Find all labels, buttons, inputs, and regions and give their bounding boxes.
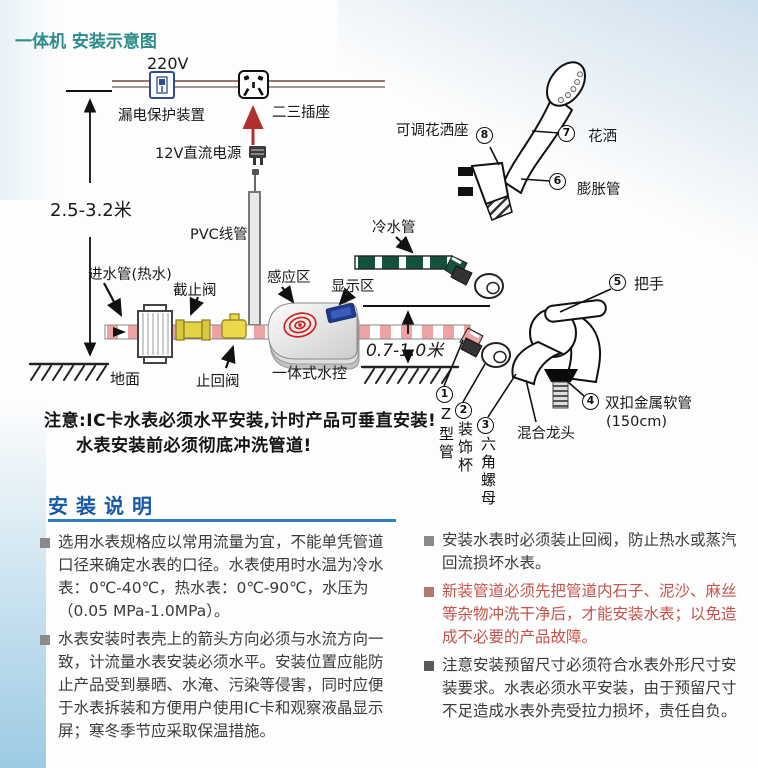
ground-symbol-right xyxy=(360,365,460,384)
circle-num-4: 4 xyxy=(582,393,599,410)
install-height-label: 2.5-3.2米 xyxy=(50,200,132,221)
display-screen-icon xyxy=(325,302,357,324)
pvc-conduit xyxy=(248,191,261,326)
pvc-conduit-label: PVC线管 xyxy=(190,227,248,243)
leader-lines xyxy=(443,130,612,423)
instructions-underline xyxy=(48,519,396,522)
shower-label: 花洒 xyxy=(588,129,617,145)
ground-symbol-left xyxy=(28,362,110,381)
bullet-square-icon xyxy=(424,587,434,597)
circle-num-6: 6 xyxy=(549,173,566,190)
instructions-left-column: 选用水表规格应以常用流量为宜，不能单凭管道口径来确定水表的口径。水表使用时水温为… xyxy=(40,531,392,748)
cold-pipe-label: 冷水管 xyxy=(372,220,416,236)
cold-water-pipe xyxy=(354,255,504,299)
list-item: 选用水表规格应以常用流量为宜，不能单凭管道口径来确定水表的口径。水表使用时水温为… xyxy=(40,531,392,623)
threaded-rod xyxy=(552,381,569,409)
ground-label: 地面 xyxy=(110,370,141,388)
shower-head xyxy=(545,61,587,107)
display-area-label: 显示区 xyxy=(331,279,375,295)
voltage-label: 220V xyxy=(147,54,189,73)
list-item: 安装水表时必须装止回阀，防止热水或蒸汽回流损坏水表。 xyxy=(424,529,750,575)
check-valve-label: 止回阀 xyxy=(196,374,240,390)
deco-cup-label: 装饰杯 xyxy=(456,421,474,475)
leakage-protector-icon xyxy=(149,71,175,99)
circle-num-7: 7 xyxy=(558,125,575,142)
circle-num-3: 3 xyxy=(477,417,494,434)
label-arrows xyxy=(103,235,414,369)
shower-holder xyxy=(458,161,513,221)
list-item: 水表安装时表壳上的箭头方向必须与水流方向一致，计流量水表安装必须水平。安装位置应… xyxy=(40,628,392,743)
instruction-text: 水表安装时表壳上的箭头方向必须与水流方向一致，计流量水表安装必须水平。安装位置应… xyxy=(58,630,384,740)
metal-hose-length-label: (150cm) xyxy=(606,414,668,430)
hex-nut-shape xyxy=(544,369,578,382)
stop-valve-label: 截止阀 xyxy=(173,283,217,299)
expansion-tube-label: 膨胀管 xyxy=(577,182,621,198)
socket-label: 二三插座 xyxy=(272,105,330,121)
bullet-square-icon xyxy=(40,635,50,645)
instructions-header: 安装说明 xyxy=(48,494,160,518)
outlet-height-label: 0.7-1.0米 xyxy=(366,341,444,361)
circle-num-1: 1 xyxy=(436,386,453,403)
notice-line2: 水表安装前必须彻底冲洗管道! xyxy=(76,436,312,456)
check-valve-icon xyxy=(221,313,247,339)
list-item-warning: 新装管道必须先把管道内石子、泥沙、麻丝等杂物冲洗干净后，才能安装水表；以免造成不… xyxy=(424,580,750,649)
instruction-text: 选用水表规格应以常用流量为宜，不能单凭管道口径来确定水表的口径。水表使用时水温为… xyxy=(58,533,384,620)
water-meter-icon xyxy=(137,304,173,364)
background-gradient-left xyxy=(0,400,46,768)
leakage-protector-label: 漏电保护装置 xyxy=(118,108,205,124)
inlet-pipe-label: 进水管(热水) xyxy=(88,267,172,283)
water-controller-device xyxy=(267,302,360,370)
z-pipe-label: Z型管 xyxy=(437,405,455,462)
socket-icon xyxy=(238,70,269,99)
circle-num-8: 8 xyxy=(476,127,493,144)
faucet-assembly xyxy=(511,299,607,409)
instructions-right-column: 安装水表时必须装止回阀，防止热水或蒸汽回流损坏水表。 新装管道必须先把管道内石子… xyxy=(424,529,750,728)
mixer-tap-label: 混合龙头 xyxy=(517,426,575,442)
sensor-area-label: 感应区 xyxy=(267,270,311,286)
handle-label: 把手 xyxy=(634,275,665,293)
instruction-text: 安装水表时必须装止回阀，防止热水或蒸汽回流损坏水表。 xyxy=(442,531,737,572)
hot-pipe-elbow xyxy=(459,327,511,368)
shower-hose xyxy=(503,94,573,194)
stop-valve-icon xyxy=(175,319,211,341)
flow-arrow xyxy=(113,327,126,337)
controller-label: 一体式水控 xyxy=(272,364,348,382)
dc-power-label: 12V直流电源 xyxy=(155,146,242,162)
dc-plug-icon xyxy=(249,146,266,192)
instruction-text: 注意安装预留尺寸必须符合水表外形尺寸安装要求。水表必须水平安装，由于预留尺寸不足… xyxy=(442,656,737,720)
faucet-handle xyxy=(544,299,607,323)
faucet-spout xyxy=(511,340,564,386)
bullet-square-icon xyxy=(424,661,434,671)
notice-line1: 注意:IC卡水表必须水平安装,计时产品可垂直安装! xyxy=(44,411,437,431)
list-item: 注意安装预留尺寸必须符合水表外形尺寸安装要求。水表必须水平安装，由于预留尺寸不足… xyxy=(424,654,750,723)
circle-num-5: 5 xyxy=(609,274,626,291)
outlet-height-measurement xyxy=(363,305,490,364)
metal-hose-label: 双扣金属软管 xyxy=(605,396,692,412)
bullet-square-icon xyxy=(40,538,50,548)
instruction-text-warning: 新装管道必须先把管道内石子、泥沙、麻丝等杂物冲洗干净后，才能安装水表；以免造成不… xyxy=(442,582,737,646)
height-measurement xyxy=(66,90,112,357)
shower-assembly xyxy=(458,61,587,221)
bullet-square-icon xyxy=(424,536,434,546)
page-title: 一体机 安装示意图 xyxy=(15,32,157,52)
hex-nut-label: 六角螺母 xyxy=(479,436,497,508)
background-gradient-topleft xyxy=(0,0,60,200)
circle-num-2: 2 xyxy=(455,402,472,419)
shower-seat-label: 可调花洒座 xyxy=(396,123,469,139)
sensor-coil-icon xyxy=(283,312,317,338)
